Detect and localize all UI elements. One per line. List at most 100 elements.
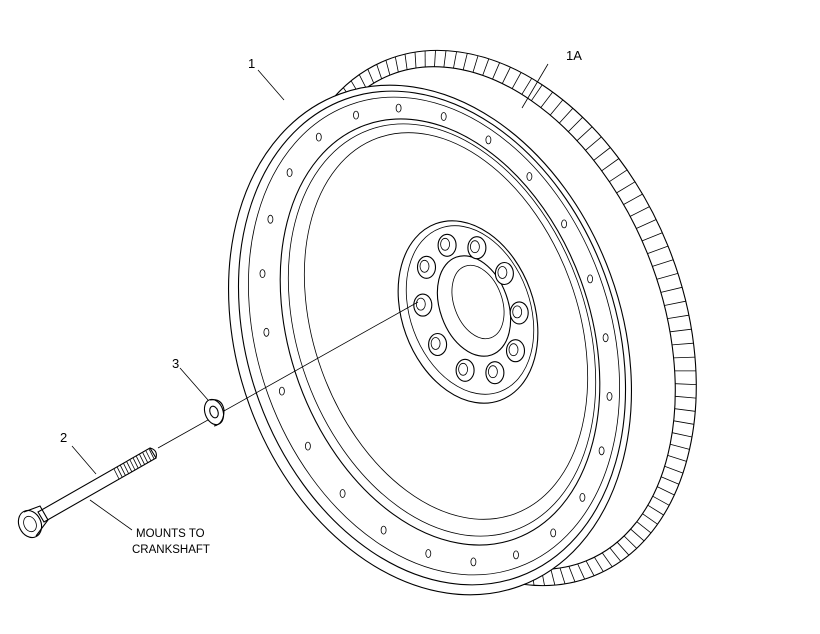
gear-tooth [674, 408, 696, 412]
note-line-2: CRANKSHAFT [132, 544, 210, 556]
gear-tooth [492, 62, 500, 80]
leader-line-2 [71, 445, 97, 475]
gear-tooth [673, 356, 696, 359]
gear-tooth [609, 547, 622, 562]
gear-tooth [675, 395, 697, 399]
hub-bolt [494, 261, 514, 286]
thread-line [116, 467, 123, 478]
gear-tooth [472, 55, 479, 73]
rim-hole [380, 525, 387, 535]
thread-line [120, 465, 126, 476]
gear-tooth [577, 563, 586, 580]
rim-hole [550, 528, 557, 538]
gear-tooth [630, 528, 645, 542]
thread-line [129, 459, 136, 471]
gear-tooth [550, 568, 556, 586]
bolt-threads [113, 449, 155, 480]
thread-line [142, 452, 149, 463]
thread-line [139, 454, 145, 465]
gear-tooth [531, 84, 543, 101]
gear-tooth [568, 117, 583, 132]
gear-tooth [549, 99, 564, 116]
washer [203, 398, 225, 427]
gear-tooth [453, 51, 457, 69]
gear-tooth [576, 126, 593, 141]
gear-tooth [672, 342, 694, 346]
gear-tooth [609, 169, 628, 183]
leader-line-1a [521, 63, 549, 109]
rim-hole [440, 112, 447, 121]
gear-tooth [675, 383, 697, 385]
hub-bolt [437, 233, 457, 257]
gear-tooth [482, 58, 490, 76]
gear-tooth [630, 206, 650, 217]
rim-hole [286, 168, 293, 178]
rim-hole [598, 446, 605, 456]
callout-1a: 1A [566, 48, 582, 63]
thread-line [145, 450, 152, 462]
gear-tooth [358, 74, 367, 89]
gear-tooth [585, 136, 602, 151]
gear-tooth [501, 67, 511, 84]
gear-tooth [660, 286, 683, 293]
hub-bolt [485, 361, 505, 385]
rim-hole [304, 441, 311, 451]
gear-tooth [376, 64, 382, 79]
gear-tooth [652, 495, 670, 506]
leader-line-1 [257, 69, 285, 101]
gear-tooth [667, 314, 689, 319]
bolt [17, 447, 157, 539]
gear-tooth [672, 432, 693, 438]
gear-tooth [434, 50, 436, 67]
flywheel-hub [397, 220, 539, 404]
gear-tooth [664, 465, 684, 474]
gear-tooth [559, 567, 566, 584]
hub-bolt [509, 301, 529, 325]
gear-tooth [673, 420, 694, 425]
gear-tooth [636, 219, 657, 229]
gear-tooth [669, 328, 692, 333]
hub-bolt-heads [413, 233, 529, 385]
thread-line [123, 463, 129, 474]
gear-tooth [667, 455, 687, 462]
thread-line [148, 449, 155, 460]
gear-tooth [601, 552, 613, 568]
gear-tooth [623, 193, 643, 205]
rim-hole [339, 489, 346, 498]
rim-hole [470, 557, 477, 567]
gear-tooth [660, 476, 680, 485]
note-line-1: MOUNTS TO [136, 528, 205, 540]
gear-tooth [616, 181, 636, 194]
rim-hole [513, 550, 519, 560]
rim-hole [606, 391, 613, 401]
rim-bolt-holes [259, 103, 613, 567]
hub-bolt [505, 339, 526, 363]
gear-tooth [594, 556, 604, 572]
gear-tooth [585, 560, 595, 576]
rim-hole [526, 172, 533, 181]
thread-line [136, 456, 142, 467]
gear-tooth [616, 541, 630, 556]
gear-tooth [641, 232, 663, 242]
gear-tooth [568, 566, 576, 583]
rim-hole [278, 386, 285, 396]
gear-tooth [664, 300, 686, 306]
hub-bolt [428, 332, 448, 357]
gear-tooth [601, 158, 620, 172]
gear-tooth [642, 513, 658, 525]
gear-tooth [540, 91, 553, 108]
gear-tooth [462, 53, 468, 70]
rim-hole [425, 549, 432, 558]
gear-tooth [647, 245, 669, 254]
gear-tooth [670, 443, 690, 450]
hub-bolt [455, 358, 475, 382]
rim-hole [561, 219, 567, 229]
gear-tooth [385, 60, 391, 76]
gear-tooth [656, 273, 679, 280]
gear-tooth [652, 259, 674, 267]
rim-hole [485, 135, 492, 145]
gear-tooth [394, 56, 399, 73]
callout-3: 3 [172, 356, 179, 371]
rim-hole [395, 103, 402, 113]
gear-tooth [367, 69, 375, 84]
